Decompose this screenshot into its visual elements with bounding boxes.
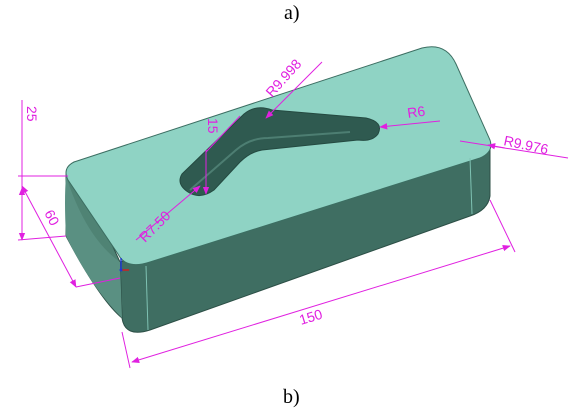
left-rounded-edge: [65, 176, 122, 318]
dim-slot-width: 15: [202, 115, 241, 195]
dim-radius-slot-end: R6: [379, 103, 441, 130]
dim-radius-corner-label: R9.976: [502, 132, 550, 157]
dim-width-label: 60: [41, 207, 63, 228]
caption-b: b): [283, 386, 300, 408]
dim-height: 25: [17, 100, 67, 241]
top-face: [65, 46, 492, 266]
origin-triad-icon: [119, 258, 129, 272]
dim-height-label: 25: [24, 106, 40, 122]
caption-a: a): [284, 2, 300, 24]
slot-floor-highlight: [189, 131, 351, 191]
dim-slot-width-label: 15: [205, 118, 221, 134]
slot-pocket: [179, 107, 380, 196]
dim-radius-slot-end-label: R6: [406, 103, 426, 121]
dim-width: 60: [18, 175, 121, 288]
dim-length: 150: [121, 199, 516, 369]
dim-length-label: 150: [297, 306, 324, 328]
edge-line: [469, 157, 473, 215]
